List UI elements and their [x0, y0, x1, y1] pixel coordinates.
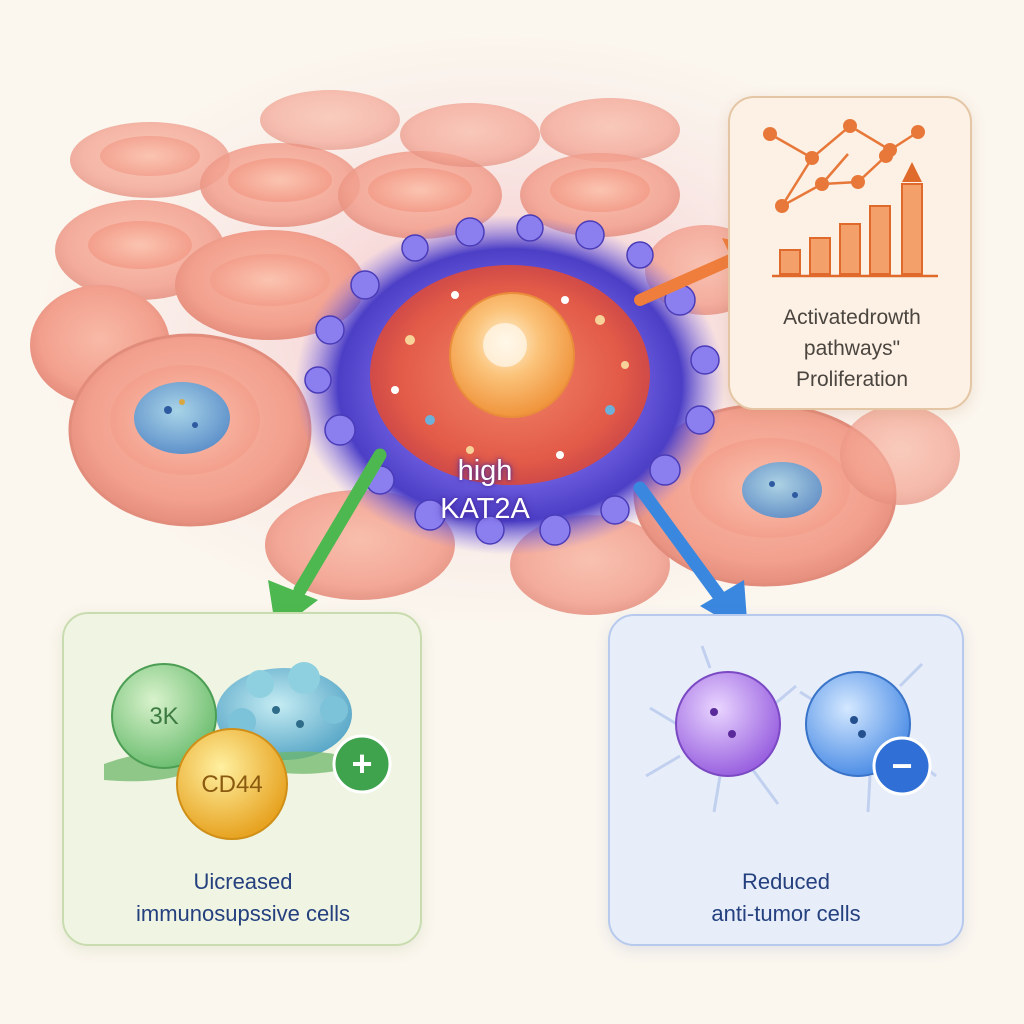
violet-t-cell: [675, 671, 781, 777]
green-immune-cell: 3K: [111, 663, 217, 769]
antitumor-panel: −: [608, 614, 964, 946]
immunosuppressive-caption: Uicreased immunosupssive cells: [80, 866, 406, 930]
kat2a-label-line-2: KAT2A: [440, 493, 530, 525]
yellow-immune-cell: CD44: [176, 728, 288, 840]
antitumor-caption: Reduced anti-tumor cells: [626, 866, 946, 930]
tissue-cell: [260, 90, 400, 150]
caption-line-2: anti-tumor cells: [711, 901, 861, 926]
caption-line-2: immunosupssive cells: [136, 901, 350, 926]
network-and-bar-chart-icon: [763, 119, 938, 278]
growth-pathways-caption: Activatedrowth pathways" Proliferation: [752, 302, 952, 395]
tissue-cell: [520, 153, 680, 237]
tumor-cell-high-kat2a: [295, 214, 725, 555]
caption-line-3: Proliferation: [795, 368, 909, 391]
network-graph-icon: [769, 124, 919, 210]
tissue-cell: [540, 98, 680, 162]
caption-line-2: pathways": [803, 337, 901, 360]
immunosuppressive-panel: 3K CD44 +: [62, 612, 422, 946]
antitumor-cells-illustration: −: [645, 645, 937, 813]
cytoplasm-granules: [391, 291, 629, 459]
purple-vesicles: [304, 214, 720, 546]
growth-pathways-panel: [728, 96, 972, 410]
immunosuppressive-cells-illustration: 3K CD44 +: [104, 662, 392, 840]
bar-chart-icon: [772, 162, 938, 278]
tissue-cell: [840, 405, 960, 505]
yellow-cell-label: CD44: [201, 771, 262, 798]
kat2a-label-line-1: high: [457, 455, 513, 487]
caption-line-1: Reduced: [741, 869, 831, 894]
minus-badge-icon: −: [872, 736, 932, 796]
green-cell-label: 3K: [149, 703, 178, 730]
plus-badge-symbol: +: [351, 743, 372, 784]
tissue-cell: [400, 103, 540, 167]
network-nodes: [763, 119, 925, 213]
tissue-cells: [30, 90, 960, 615]
neighbor-nucleus-right: [742, 462, 822, 518]
tissue-cell: [70, 122, 230, 198]
minus-badge-symbol: −: [891, 745, 912, 786]
tissue-cell: [338, 151, 502, 239]
caption-line-1: Activatedrowth: [783, 306, 921, 329]
kat2a-label: high KAT2A: [410, 452, 560, 528]
caption-line-1: Uicreased: [193, 869, 293, 894]
plus-badge-icon: +: [332, 734, 392, 794]
neighbor-nucleus-left: [134, 382, 230, 454]
tissue-cell: [200, 143, 360, 227]
